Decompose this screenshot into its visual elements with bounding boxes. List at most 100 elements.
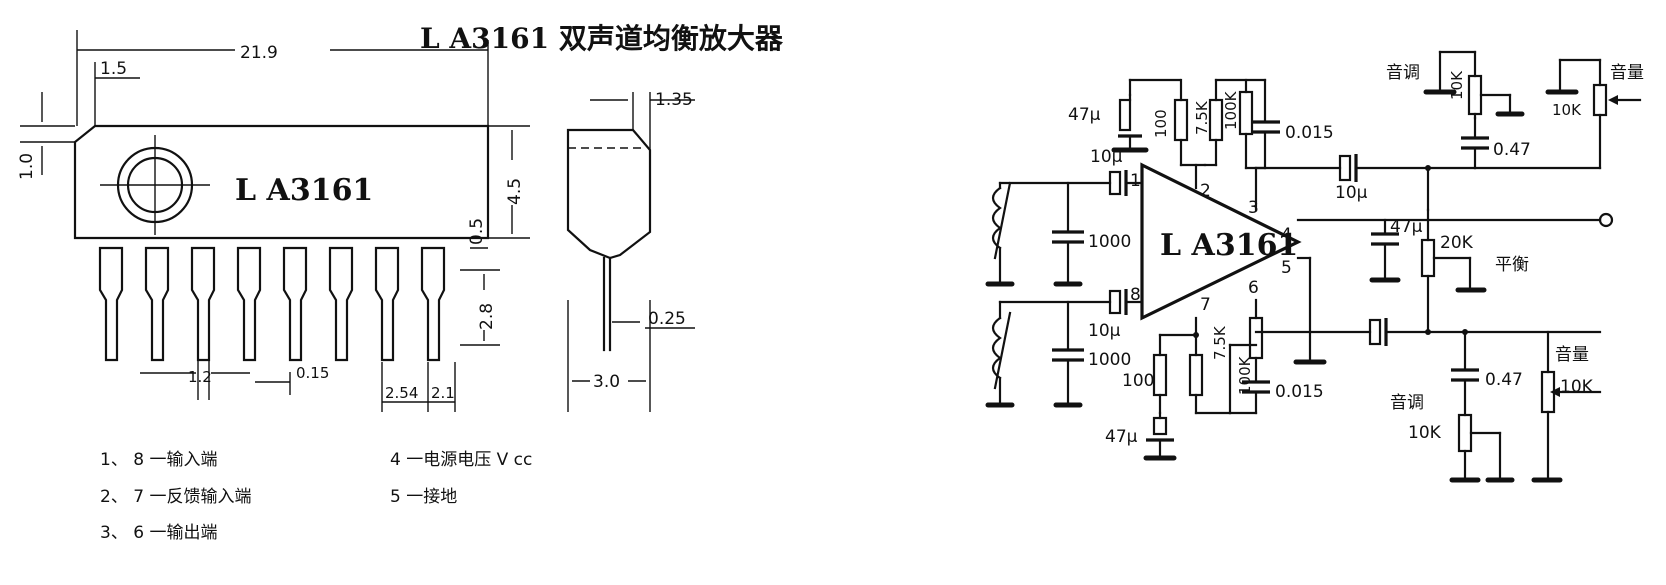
cap-47u-top (1118, 98, 1132, 132)
pin-5 (282, 246, 308, 362)
input-coil-bottom (985, 300, 1112, 408)
pin-num-8: 8 (1130, 285, 1141, 305)
pin-num-1: 1 (1130, 171, 1141, 191)
label-tone-top-val: 10K (1448, 70, 1466, 100)
res-7k5-top (1208, 98, 1224, 142)
dim-pin-gap: 0.15 (296, 364, 329, 382)
label-c-1000-top: 1000 (1088, 232, 1131, 252)
pin-num-6: 6 (1248, 278, 1259, 298)
dim-step: 0.5 (467, 218, 487, 245)
dim-width: 21.9 (240, 43, 278, 63)
amplifier-triangle (1140, 162, 1302, 321)
pot-balance (1420, 238, 1436, 278)
cap-10u-output (1338, 154, 1352, 182)
label-r-20k: 20K (1440, 233, 1474, 253)
label-tone-top: 音调 (1386, 63, 1420, 83)
package-outline: L A3161 21.9 1.5 1.0 (17, 30, 530, 412)
pot-volume-top (1592, 83, 1608, 117)
label-c-047-top: 0.47 (1493, 140, 1531, 160)
res-100k-bottom (1248, 316, 1264, 360)
legend-pins-3-6: 3、 6 一输出端 (100, 523, 217, 543)
label-c-47u-vcc: 47μ (1390, 217, 1423, 237)
res-7k5-bottom (1188, 353, 1204, 397)
dim-pin-length: 2.8 (477, 303, 497, 330)
label-volume-bottom: 音量 (1555, 345, 1589, 365)
package-side-view: 1.35 0.25 3.0 (566, 90, 695, 412)
label-r-100k-top: 100K (1222, 90, 1240, 130)
pin-num-2: 2 (1200, 181, 1211, 201)
label-c-47u-top: 47μ (1068, 105, 1101, 125)
pot-tone-top (1467, 74, 1483, 116)
label-r-7k5-top: 7.5K (1193, 100, 1211, 135)
pin-2 (144, 246, 170, 362)
label-c-015-bottom: 0.015 (1275, 382, 1324, 402)
cap-1000-bottom: 1000 (1052, 300, 1131, 408)
pin-1 (98, 246, 124, 362)
legend-pins-2-7: 2、 7 一反馈输入端 (100, 487, 251, 507)
res-100-top (1173, 98, 1189, 142)
pin-num-3: 3 (1248, 198, 1259, 218)
balance-control: 20K 平衡 (1420, 208, 1529, 334)
dim-end-gap: 2.1 (431, 384, 455, 402)
output-bottom (1254, 318, 1602, 346)
label-r-100-bottom: 100 (1122, 371, 1154, 391)
feedback-bottom: 100 47μ 7.5K 100K 0.015 (1105, 298, 1324, 461)
output-top: 10μ (1254, 154, 1477, 212)
label-tone-bottom-val: 10K (1408, 423, 1442, 443)
dim-body-height: 4.5 (505, 178, 525, 205)
res-100-bottom (1152, 353, 1168, 397)
pin-6 (328, 246, 354, 362)
tone-control-top: 0.47 音调 10K (1386, 50, 1531, 170)
legend-pin-4: 4 一电源电压 V cc (390, 450, 532, 470)
dim-side-lead: 0.25 (648, 309, 686, 329)
supply-vcc: 47μ (1296, 212, 1614, 283)
label-r-7k5-bottom: 7.5K (1211, 325, 1229, 360)
dim-side-width: 3.0 (593, 372, 620, 392)
label-r-100k-bottom: 100K (1236, 355, 1254, 395)
tone-control-bottom: 0.47 音调 10K (1390, 330, 1523, 483)
volume-control-bottom: 音量 10K (1531, 330, 1602, 483)
dim-tab-height: 1.0 (17, 153, 37, 180)
package-chip-label: L A3161 (235, 173, 373, 208)
package-pins (98, 246, 446, 362)
label-volume-top: 音量 (1610, 63, 1644, 83)
dim-side-top: 1.35 (655, 90, 693, 110)
pin-4 (236, 246, 262, 362)
volume-control-top: 音量 10K (1473, 58, 1644, 170)
dim-offset: 1.5 (100, 59, 127, 79)
label-c-047-bottom: 0.47 (1485, 370, 1523, 390)
label-volume-top-val: 10K (1552, 101, 1582, 119)
label-c-1000-bottom: 1000 (1088, 350, 1131, 370)
side-body (566, 128, 652, 260)
pin-3 (190, 246, 216, 362)
dim-pitch: 2.54 (385, 384, 418, 402)
cap-1000-top: 1000 (1052, 181, 1131, 287)
label-c-input-bottom: 10μ (1088, 321, 1121, 341)
label-r-100-top: 100 (1152, 109, 1170, 138)
pin-num-4: 4 (1281, 225, 1292, 245)
dim-pin-width: 1.2 (188, 368, 212, 386)
pot-tone-bottom (1457, 413, 1473, 453)
pin-num-5: 5 (1281, 258, 1292, 278)
pin-legend: 1、 8 一输入端 2、 7 一反馈输入端 3、 6 一输出端 4 一电源电压 … (100, 450, 532, 543)
pin-8 (420, 246, 446, 362)
cap-47u-bottom (1152, 416, 1168, 436)
pin-7 (374, 246, 400, 362)
application-circuit: L A3161 1 2 3 4 5 6 7 8 (985, 50, 1644, 483)
label-c-10u-output: 10μ (1335, 183, 1368, 203)
res-100k-top (1238, 90, 1254, 136)
circuit-chip-label: L A3161 (1160, 228, 1298, 263)
cap-10u-output-bottom (1368, 318, 1382, 346)
label-tone-bottom: 音调 (1390, 393, 1424, 413)
feedback-top: 47μ 100 7.5K 100K 0.015 (1068, 78, 1334, 190)
label-c-47u-bottom: 47μ (1105, 427, 1138, 447)
vcc-terminal (1598, 212, 1614, 228)
label-balance: 平衡 (1495, 255, 1529, 275)
legend-pins-1-8: 1、 8 一输入端 (100, 450, 217, 470)
label-c-015-top: 0.015 (1285, 123, 1334, 143)
legend-pin-5: 5 一接地 (390, 487, 457, 507)
label-volume-bottom-val: 10K (1560, 377, 1594, 397)
cap-input-bottom: 10μ (1088, 289, 1144, 341)
